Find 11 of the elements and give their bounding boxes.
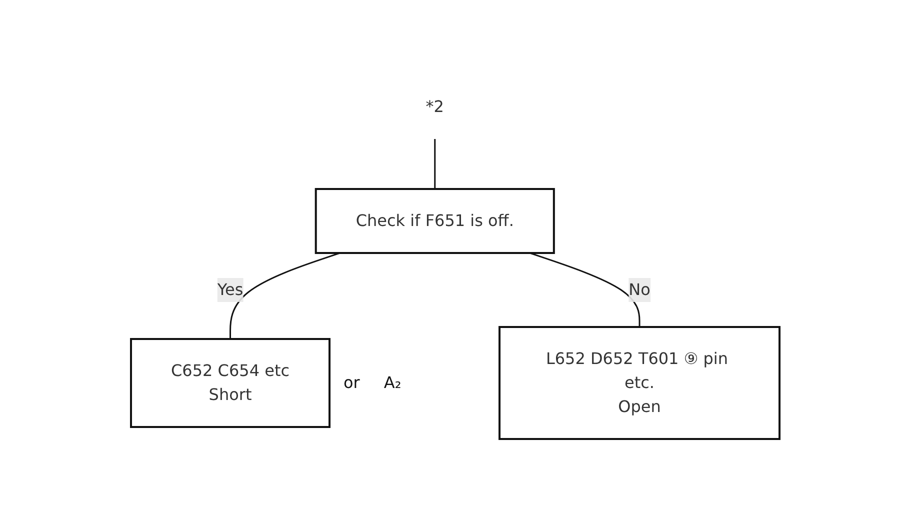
connector (434, 139, 436, 189)
side-note: A₂ (384, 373, 401, 392)
node-text: *2 (426, 97, 444, 116)
connector (229, 252, 340, 339)
connector (529, 252, 640, 327)
edge-label: Yes (217, 280, 243, 299)
node-box: L652 D652 T601 ⑨ pin etc. Open (498, 326, 780, 440)
node-box: C652 C654 etc Short (130, 338, 330, 428)
node-box: Check if F651 is off. (314, 188, 555, 254)
edge-label: No (628, 280, 650, 299)
side-note: or (343, 373, 360, 392)
